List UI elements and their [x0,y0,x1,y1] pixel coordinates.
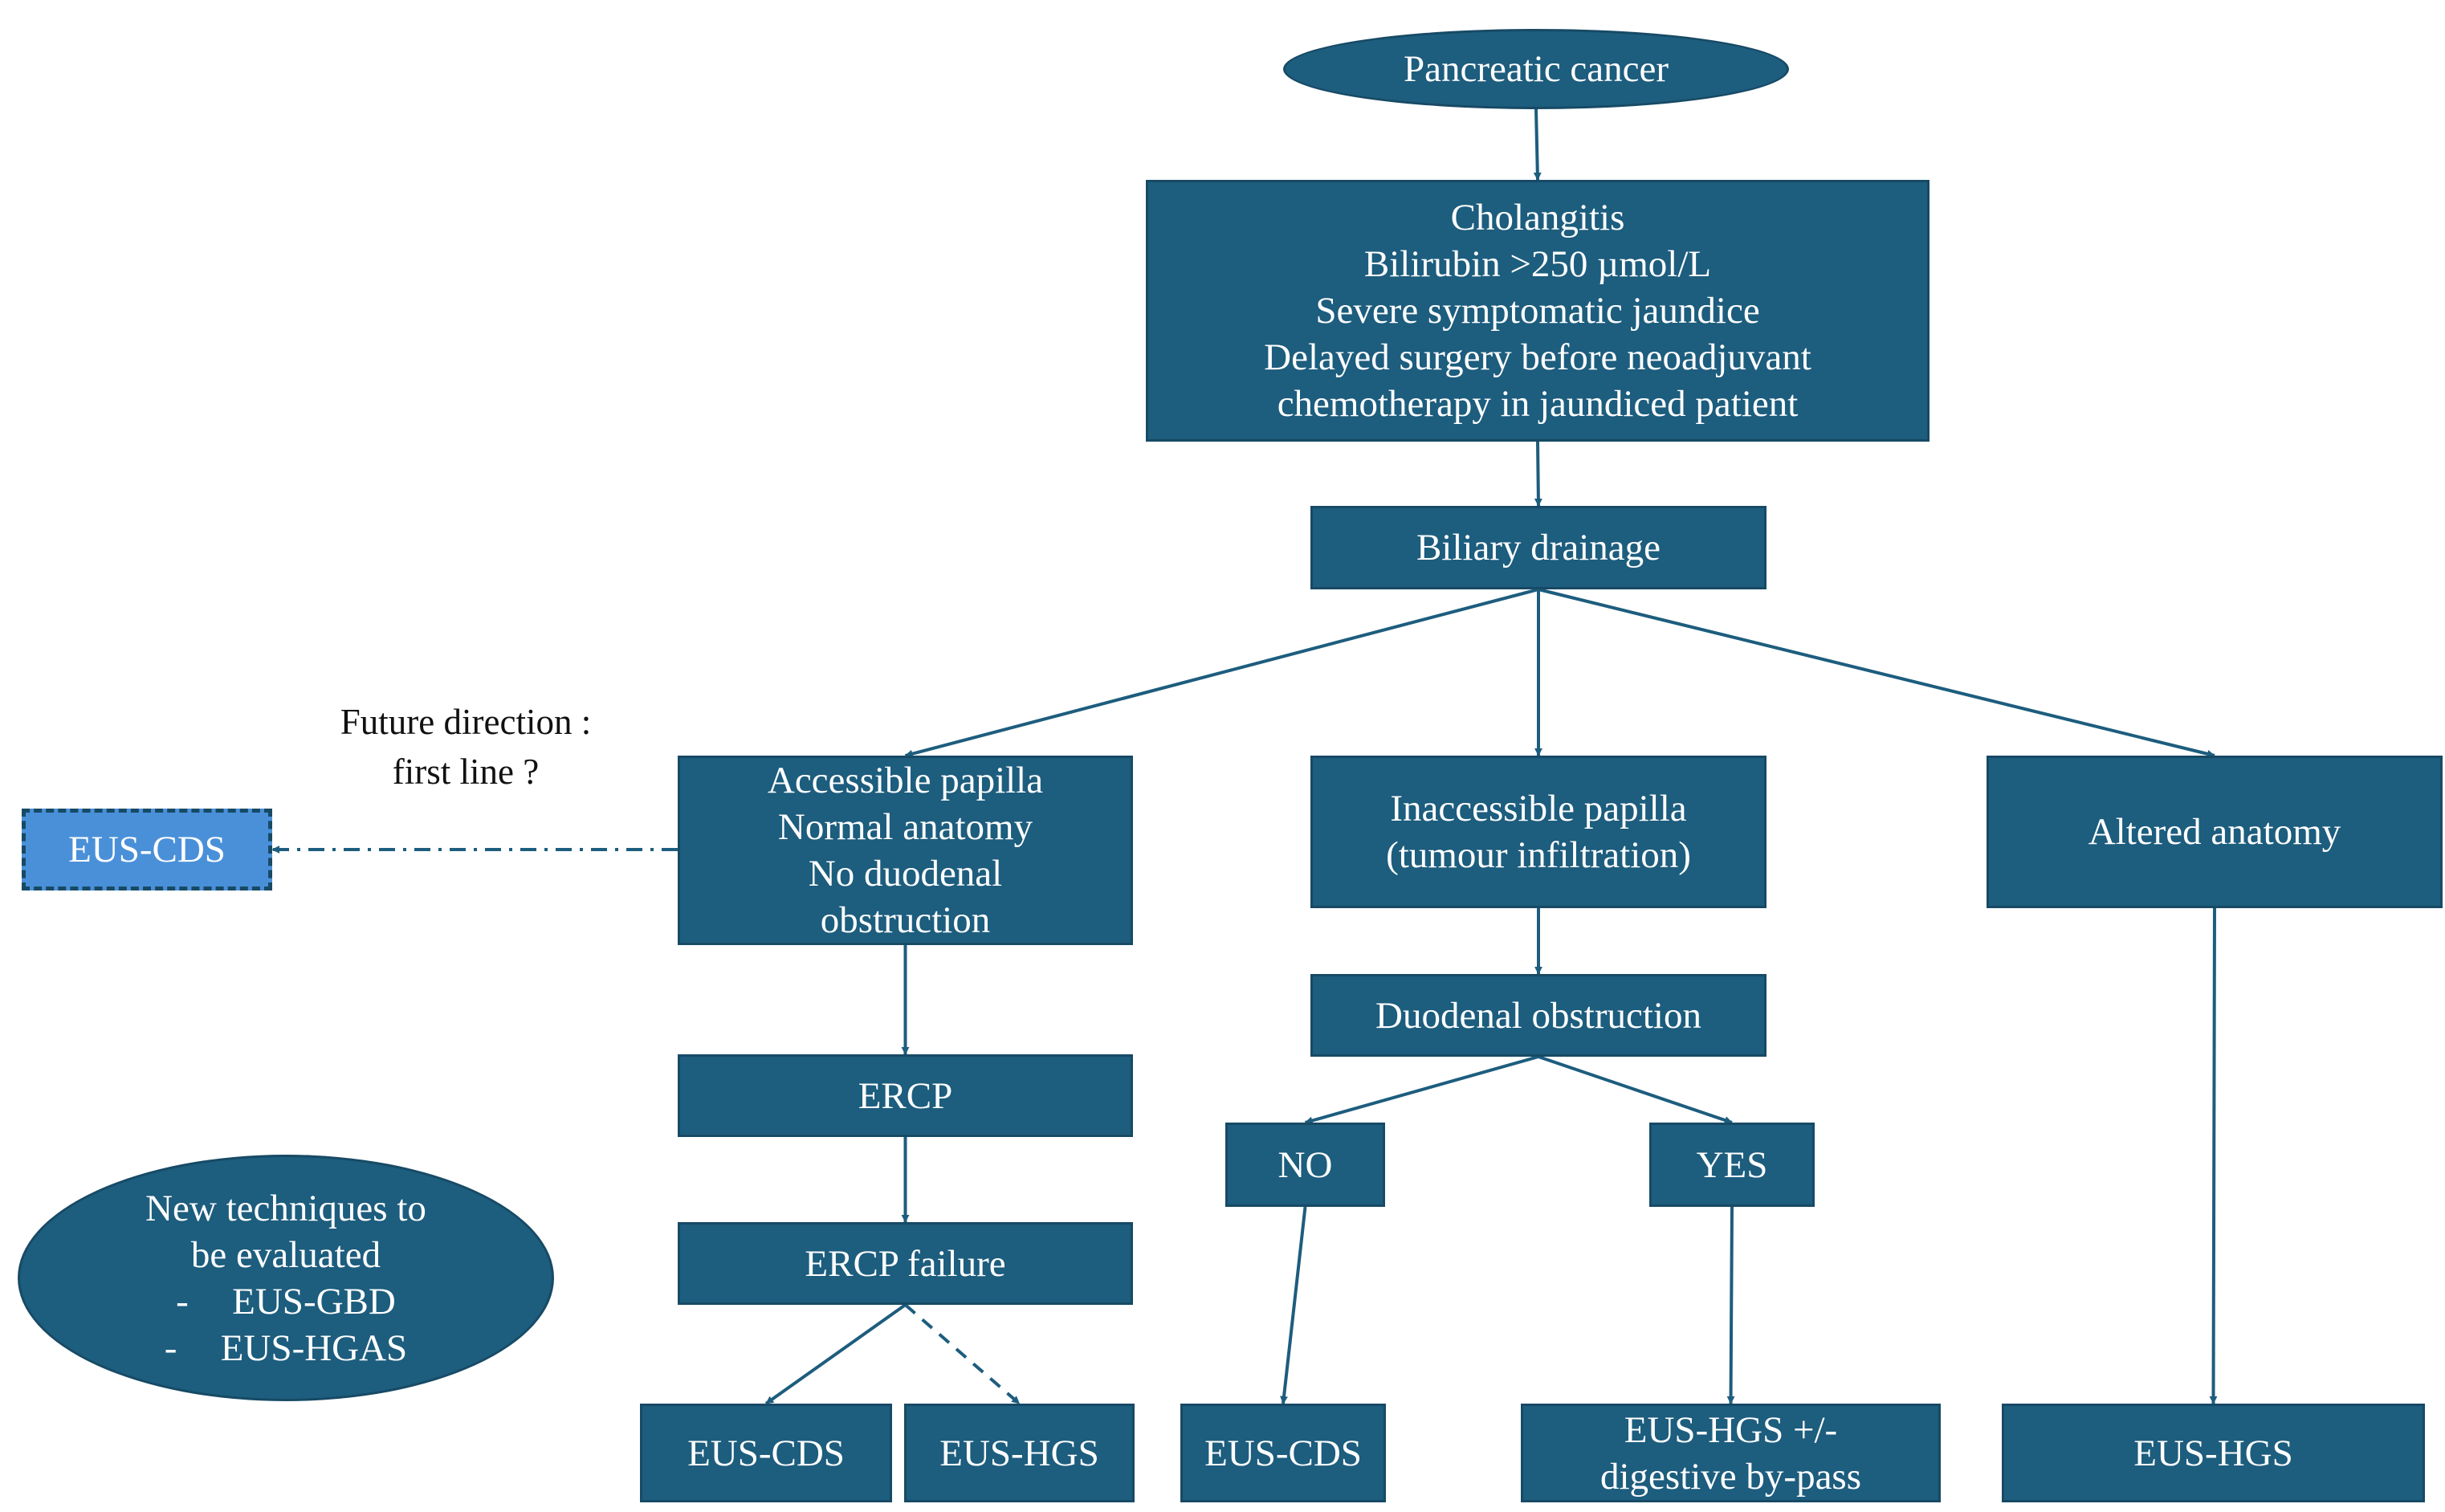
node-text-line: Cholangitis [1450,197,1625,238]
edge-yes-to-leaf_hgs_bypass [1726,1206,1735,1404]
new-techniques-heading-line: be evaluated [190,1233,381,1276]
node-duodenal-obstruction: Duodenal obstruction [1310,974,1767,1057]
node-inaccessible-papilla: Inaccessible papilla (tumour infiltration… [1310,756,1767,908]
edge-ercp_failure-to-leaf_cds_1 [764,1303,907,1405]
future-direction-line: Future direction : [340,702,592,742]
bullet-marker: - [176,1280,189,1322]
node-leaf-eus-hgs-bypass: EUS-HGS +/-digestive by-pass [1521,1404,1941,1502]
node-text-line: Pancreatic cancer [1403,48,1669,90]
node-text-line: Delayed surgery before neoadjuvant [1264,336,1811,378]
new-techniques-heading-line: New techniques to [145,1187,426,1229]
node-text-line: EUS-CDS [68,829,226,870]
edge-no-to-leaf_cds_2 [1280,1206,1307,1404]
node-text-line: Accessible papilla [767,760,1044,801]
node-text-line: EUS-HGS +/- [1624,1408,1838,1451]
node-text-line: EUS-HGS [2133,1432,2293,1474]
node-future-eus-cds: EUS-CDS [22,809,272,890]
node-leaf-eus-hgs-ercp: EUS-HGS [904,1404,1135,1502]
node-altered-anatomy: Altered anatomy [1987,756,2443,908]
edge-altered_anatomy-to-leaf_hgs_2 [2209,907,2218,1404]
node-text-line: Inaccessible papilla [1390,788,1687,829]
node-no: NO [1225,1123,1385,1207]
node-text-line: EUS-CDS [687,1432,845,1474]
node-text-line: ERCP failure [805,1242,1006,1285]
node-text-line: Bilirubin >250 µmol/L [1363,243,1712,285]
node-yes: YES [1649,1123,1815,1207]
node-leaf-eus-hgs-altered: EUS-HGS [2002,1404,2425,1502]
node-text-line: YES [1696,1143,1768,1186]
node-text-line: Duodenal obstruction [1375,994,1701,1037]
edges-layer [271,108,2218,1405]
node-text-line: ERCP [858,1074,953,1117]
new-techniques-bullet: - EUS-GBD [176,1278,396,1325]
bullet-text: EUS-HGAS [220,1327,408,1369]
node-text-line: No duodenal [808,853,1003,895]
node-text-line: (tumour infiltration) [1386,834,1691,876]
edge-duodenal_obstruction-to-no [1304,1055,1539,1125]
node-text-line: Biliary drainage [1416,527,1661,569]
future-direction-label: Future direction : first line ? [265,697,666,797]
edge-duodenal_obstruction-to-yes [1538,1055,1733,1124]
node-biliary-drainage: Biliary drainage [1310,506,1767,589]
node-text-line: obstruction [820,899,991,941]
node-text-line: NO [1278,1143,1333,1186]
node-text-line: EUS-HGS [939,1432,1099,1474]
edge-biliary_drainage-to-altered_anatomy [1538,588,2215,758]
node-text-line: chemotherapy in jaundiced patient [1277,383,1799,425]
bullet-text: EUS-GBD [232,1280,396,1322]
node-ercp-failure: ERCP failure [678,1222,1133,1305]
node-text-line: digestive by-pass [1599,1455,1862,1498]
node-text-line: Normal anatomy [777,806,1033,848]
edge-biliary_drainage-to-accessible_papilla [904,588,1539,758]
bullet-marker: - [164,1327,177,1369]
edge-ercp_failure-to-leaf_hgs_1 [904,1303,1021,1405]
node-pancreatic-cancer: Pancreatic cancer [1283,29,1789,109]
node-text-line: EUS-CDS [1204,1432,1362,1474]
future-direction-line: first line ? [392,752,540,792]
edge-pancreatic_cancer-to-criteria [1533,108,1542,181]
node-leaf-eus-cds-ercp: EUS-CDS [640,1404,892,1502]
node-leaf-eus-cds-no: EUS-CDS [1180,1404,1386,1502]
node-ercp: ERCP [678,1054,1133,1137]
node-text-line: Altered anatomy [2088,811,2341,853]
new-techniques-bullet: - EUS-HGAS [165,1325,407,1371]
node-text-line: Severe symptomatic jaundice [1315,290,1760,332]
